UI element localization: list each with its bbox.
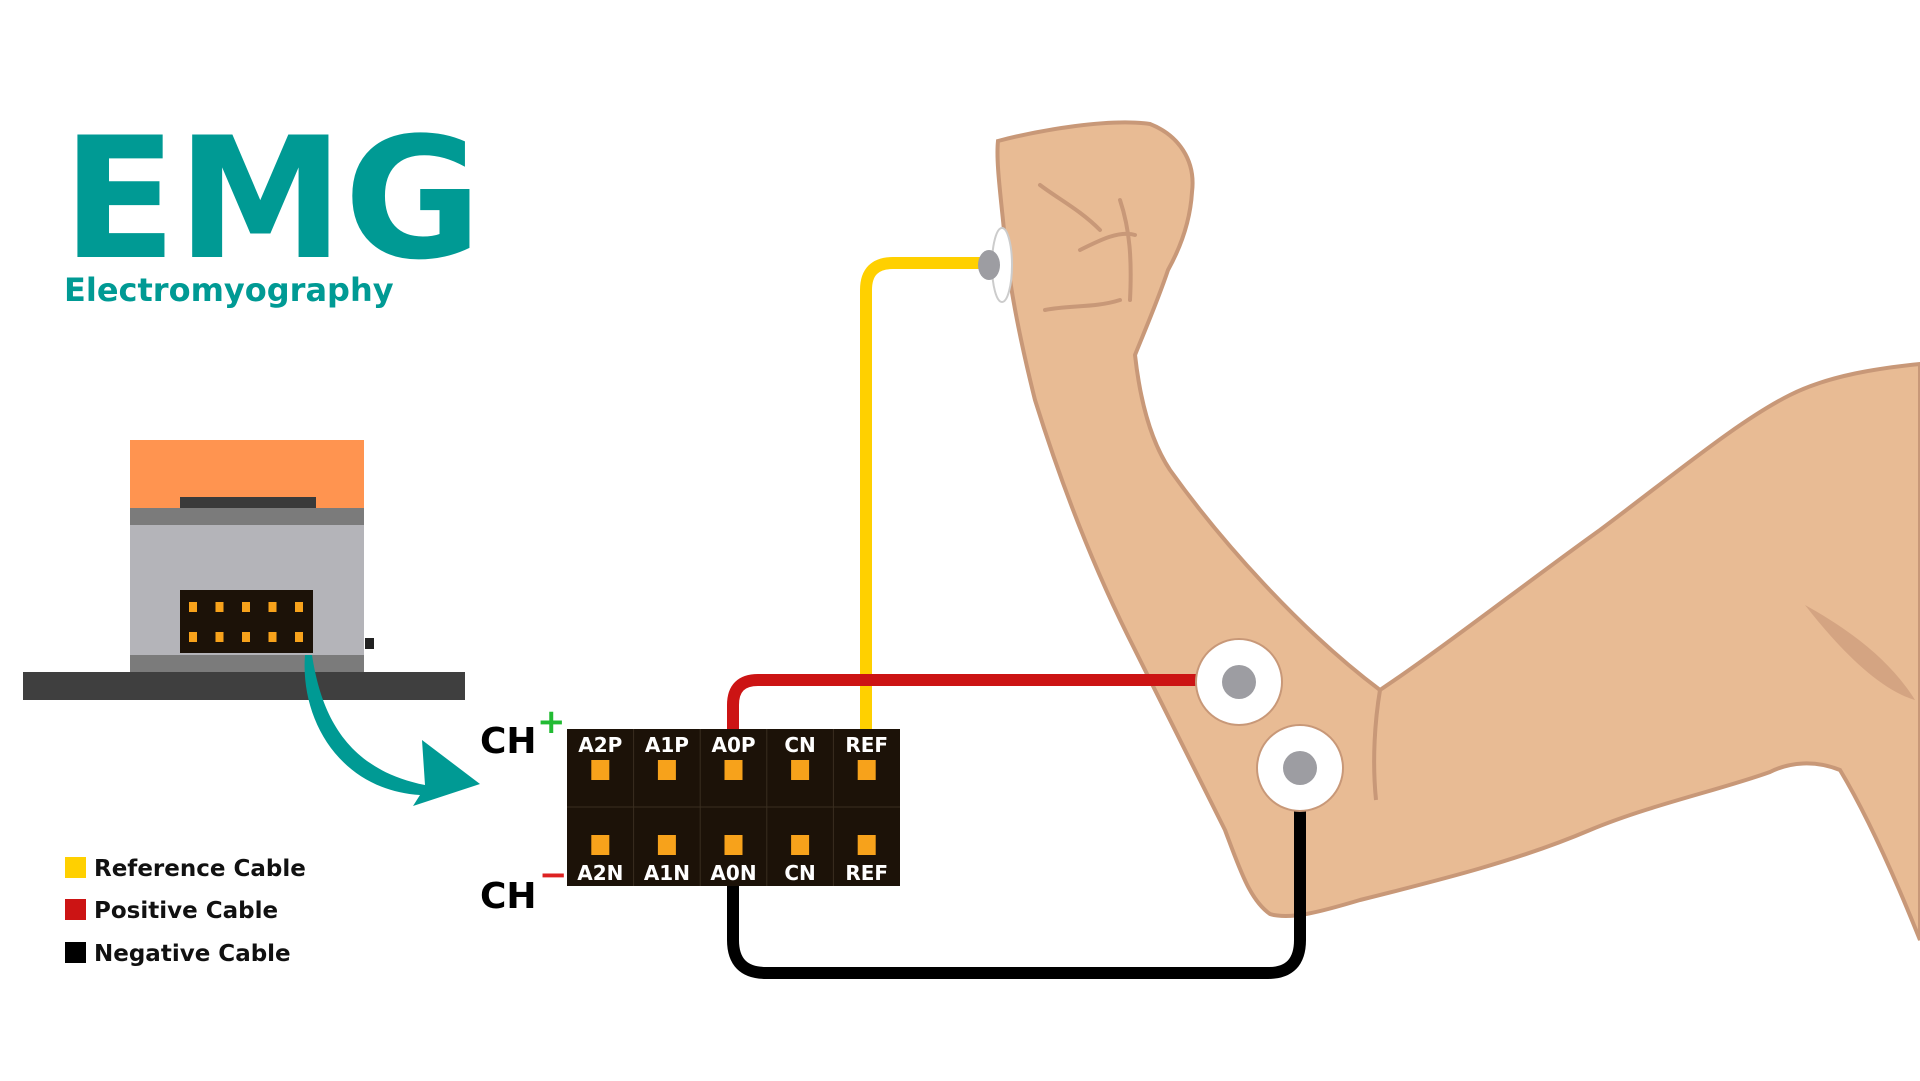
legend-swatch-positive [65, 899, 86, 920]
pin-label-top: A0P [711, 733, 755, 757]
arm-illustration [995, 120, 1920, 941]
device-pin [242, 602, 250, 612]
device-pin [268, 632, 277, 642]
channel-negative-label: CH [480, 876, 537, 917]
negative-cable [727, 768, 1306, 979]
positive-cable [727, 674, 1239, 729]
device-base [23, 672, 465, 700]
device-pin [215, 602, 224, 612]
pin-pad-top [857, 760, 876, 780]
pin-label-top: CN [784, 733, 815, 757]
positive-electrode [1195, 638, 1283, 726]
pin-pad-top [657, 760, 676, 780]
sensor-device [23, 440, 465, 700]
pin-pad-top [724, 760, 743, 780]
pin-pad-bottom [724, 835, 743, 855]
device-pin [189, 632, 197, 642]
legend-label-reference: Reference Cable [94, 856, 306, 882]
connector-block: A2P A1P A0P CN REF A2N A1N A0N CN REF [567, 729, 900, 886]
device-pin [295, 602, 303, 612]
pin-label-bottom: A0N [710, 861, 756, 885]
legend-label-positive: Positive Cable [94, 898, 278, 924]
pin-pad-bottom [591, 835, 610, 855]
device-top [130, 440, 364, 508]
device-pin [242, 632, 250, 642]
title-subtitle: Electromyography [64, 271, 394, 309]
pin-pad-bottom [791, 835, 810, 855]
reference-cable [860, 257, 988, 729]
pin-pad-top [791, 760, 810, 780]
device-pin [189, 602, 197, 612]
channel-positive-sign: + [537, 702, 566, 742]
channel-positive-label: CH [480, 721, 537, 762]
pin-pad-bottom [857, 835, 876, 855]
legend-swatch-reference [65, 857, 86, 878]
legend: Reference Cable Positive Cable Negative … [65, 856, 306, 967]
device-slot [180, 497, 316, 508]
pin-label-bottom: A2N [577, 861, 623, 885]
device-pin [268, 602, 277, 612]
pin-label-bottom: CN [784, 861, 815, 885]
negative-electrode [1256, 724, 1344, 812]
pin-label-bottom: A1N [644, 861, 690, 885]
channel-negative-sign: − [539, 855, 568, 895]
reference-electrode [978, 227, 1013, 303]
pin-label-top: A2P [578, 733, 622, 757]
pin-pad-top [591, 760, 610, 780]
pin-label-top: REF [845, 733, 888, 757]
device-pin-header [180, 590, 313, 653]
arrow-icon [304, 655, 480, 806]
pin-label-top: A1P [645, 733, 689, 757]
device-pin [295, 632, 303, 642]
legend-swatch-negative [65, 942, 86, 963]
legend-label-negative: Negative Cable [94, 941, 291, 967]
title-emg: EMG [62, 101, 482, 297]
pin-label-bottom: REF [845, 861, 888, 885]
device-pin [215, 632, 224, 642]
pin-pad-bottom [657, 835, 676, 855]
